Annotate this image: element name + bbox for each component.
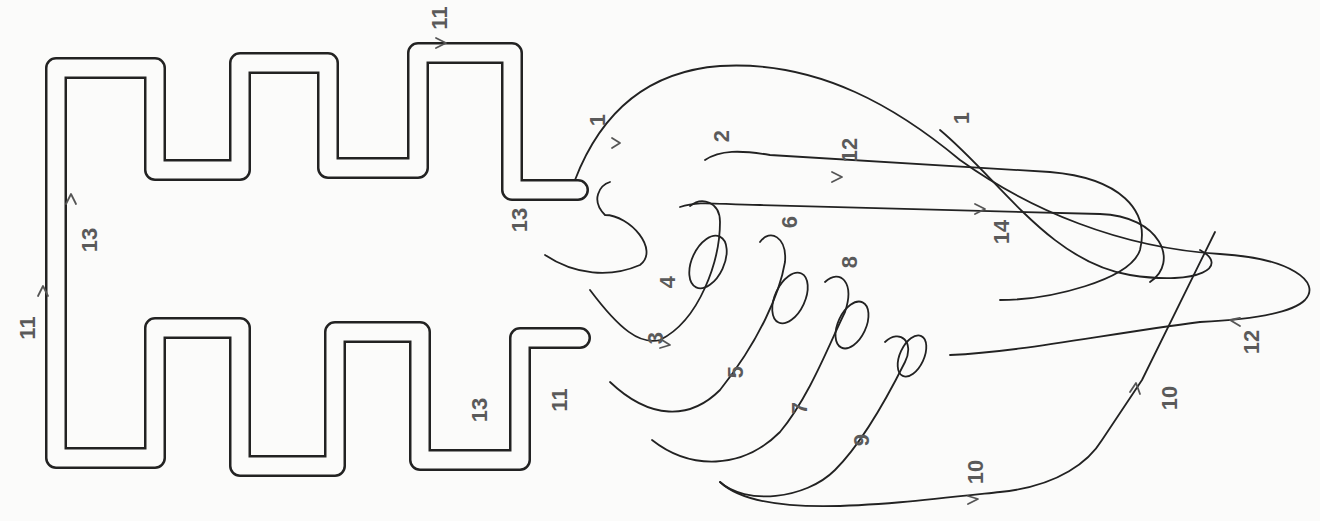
callout-number: 8 [839,256,861,268]
string-loop-outline [56,53,580,466]
callout-number: 10 [1159,386,1181,410]
callout-number: 11 [429,6,451,29]
callout-number: 12 [1241,330,1263,354]
hand-lines [545,66,1309,507]
callout-number: 1 [587,114,609,126]
callout-number: 14 [991,220,1013,244]
callout-number: 3 [645,332,667,344]
callout-number: 4 [657,276,679,288]
callout-number: 5 [725,366,747,378]
callout-number: 7 [789,402,811,414]
string-loop-inner [56,53,580,466]
callout-number: 12 [839,138,861,162]
callout-number: 2 [711,130,733,142]
callout-number: 6 [779,216,801,228]
callout-number: 13 [469,398,491,422]
callout-number: 1 [951,112,973,124]
callout-number: 11 [17,316,39,339]
callout-number: 11 [549,388,571,411]
callout-number: 13 [79,228,101,252]
callout-number: 9 [851,434,873,446]
callout-number: 13 [509,208,531,232]
callout-number: 10 [965,460,987,484]
direction-arrows [38,38,1240,504]
